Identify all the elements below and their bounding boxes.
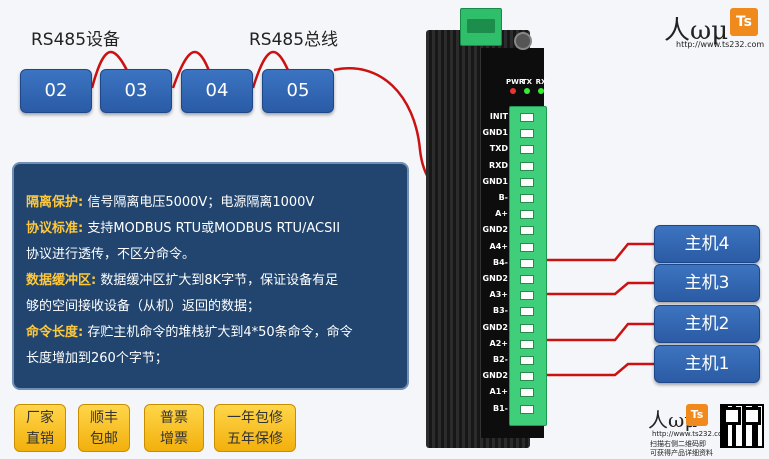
power-connector [460,8,502,46]
host-box-4: 主机4 [654,225,760,263]
terminal-slot [520,194,534,203]
terminal-label: A1+ [489,387,508,397]
protocol-text: 支持MODBUS RTU或MODBUS RTU/ACSII [87,221,341,236]
terminal-slot [520,388,534,398]
badge-invoice: 普票 增票 [144,404,204,452]
terminal-label: B2- [493,355,508,364]
host4-wire [535,242,654,262]
terminal-label: GND2 [482,274,508,283]
feature-panel: 隔离保护: 信号隔离电压5000V；电源隔离1000V 协议标准: 支持MODB… [12,162,409,390]
led-pwr-dot [510,88,516,94]
terminal-slot [520,145,534,155]
badge-warranty: 一年包修 五年保修 [214,404,296,452]
buffer-line: 数据缓冲区: 数据缓冲区扩大到8K字节，保证设备有足 [26,268,397,294]
buffer-text: 数据缓冲区扩大到8K字节，保证设备有足 [100,273,339,288]
terminal-slot [520,291,534,301]
buffer-key: 数据缓冲区: [26,273,97,288]
command-text: 存贮主机命令的堆栈扩大到4*50条命令，命令 [87,325,353,340]
terminal-label: A+ [495,209,508,219]
terminal-label: GND2 [482,225,508,235]
terminal-block [509,106,547,426]
host-box-2: 主机2 [654,305,760,343]
command-key: 命令长度: [26,325,84,340]
command-line-2: 长度增加到260个字节； [26,351,168,366]
led-tx-dot [524,88,530,94]
protocol-key: 协议标准: [26,221,84,236]
terminal-label: A2+ [489,338,508,348]
rs485-bus-label: RS485总线 [249,30,339,50]
buffer-line-2: 够的空间接收设备（从机）返回的数据； [26,299,261,314]
terminal-slot [520,226,534,236]
terminal-slot [520,210,534,220]
host-box-1: 主机1 [654,345,760,383]
terminal-slot [520,113,534,122]
terminal-slot [520,129,534,139]
brand-url: http://www.ts232.com [652,430,730,438]
terminal-label: GND1 [482,176,508,186]
terminal-label: GND1 [482,128,508,138]
terminal-slot [520,323,534,333]
isolation-text: 信号隔离电压5000V；电源隔离1000V [87,195,315,210]
terminal-slot [520,177,534,187]
isolation-line: 隔离保护: 信号隔离电压5000V；电源隔离1000V [26,190,397,216]
terminal-label: INIT [489,112,508,121]
terminal-label: B1- [493,403,508,413]
terminal-label: B4- [493,257,508,267]
brand-brush-mark: 人ωμ [664,16,729,46]
terminal-slot [520,372,534,382]
qr-code-icon[interactable] [720,404,764,448]
brand-url: http://www.ts232.com [676,40,765,49]
terminal-label: TXD [489,144,508,154]
terminal-slot [520,356,534,365]
brand-logo-top: 人ωμ Ts http://www.ts232.com [664,6,764,50]
device-box-02: 02 [20,69,92,113]
led-pwr: PWR [506,78,524,94]
badge-factory-direct: 厂家 直销 [14,404,66,452]
brand-logo-bottom: 人ωμ Ts http://www.ts232.com 扫描右侧二维码即 可获得… [648,402,768,458]
brand-ts-mark: Ts [686,404,708,426]
host1-wire [535,362,654,377]
terminal-label: GND2 [482,371,508,381]
host-box-3: 主机3 [654,264,760,302]
device-box-05: 05 [262,69,334,113]
terminal-slot [520,404,534,414]
terminal-label: A3+ [489,290,508,300]
terminal-slot [520,275,534,284]
protocol-line: 协议标准: 支持MODBUS RTU或MODBUS RTU/ACSII [26,216,397,242]
led-tx: TX [520,78,534,94]
terminal-slot [520,161,534,171]
terminal-label: RXD [489,160,508,170]
isolation-key: 隔离保护: [26,195,84,210]
terminal-label: B- [498,193,508,202]
terminal-label: A4+ [489,241,508,251]
device-box-04: 04 [181,69,253,113]
terminal-slot [520,258,534,268]
qr-caption: 扫描右侧二维码即 可获得产品详细资料 [650,440,713,457]
terminal-label: GND2 [482,322,508,332]
host2-wire [535,322,654,342]
terminal-slot [520,242,534,252]
command-line: 命令长度: 存贮主机命令的堆栈扩大到4*50条命令，命令 [26,320,397,346]
device-box-03: 03 [100,69,172,113]
ground-screw [514,32,532,50]
terminal-slot [520,339,534,349]
protocol-line-2: 协议进行透传，不区分命令。 [26,247,196,262]
rs485-device-label: RS485设备 [31,30,121,50]
terminal-slot [520,307,534,317]
badge-free-shipping: 顺丰 包邮 [78,404,130,452]
led-rx-dot [538,88,544,94]
host3-wire [535,281,654,296]
led-rx: RX [534,78,548,94]
terminal-label: B3- [493,306,508,316]
brand-ts-mark: Ts [730,8,758,36]
